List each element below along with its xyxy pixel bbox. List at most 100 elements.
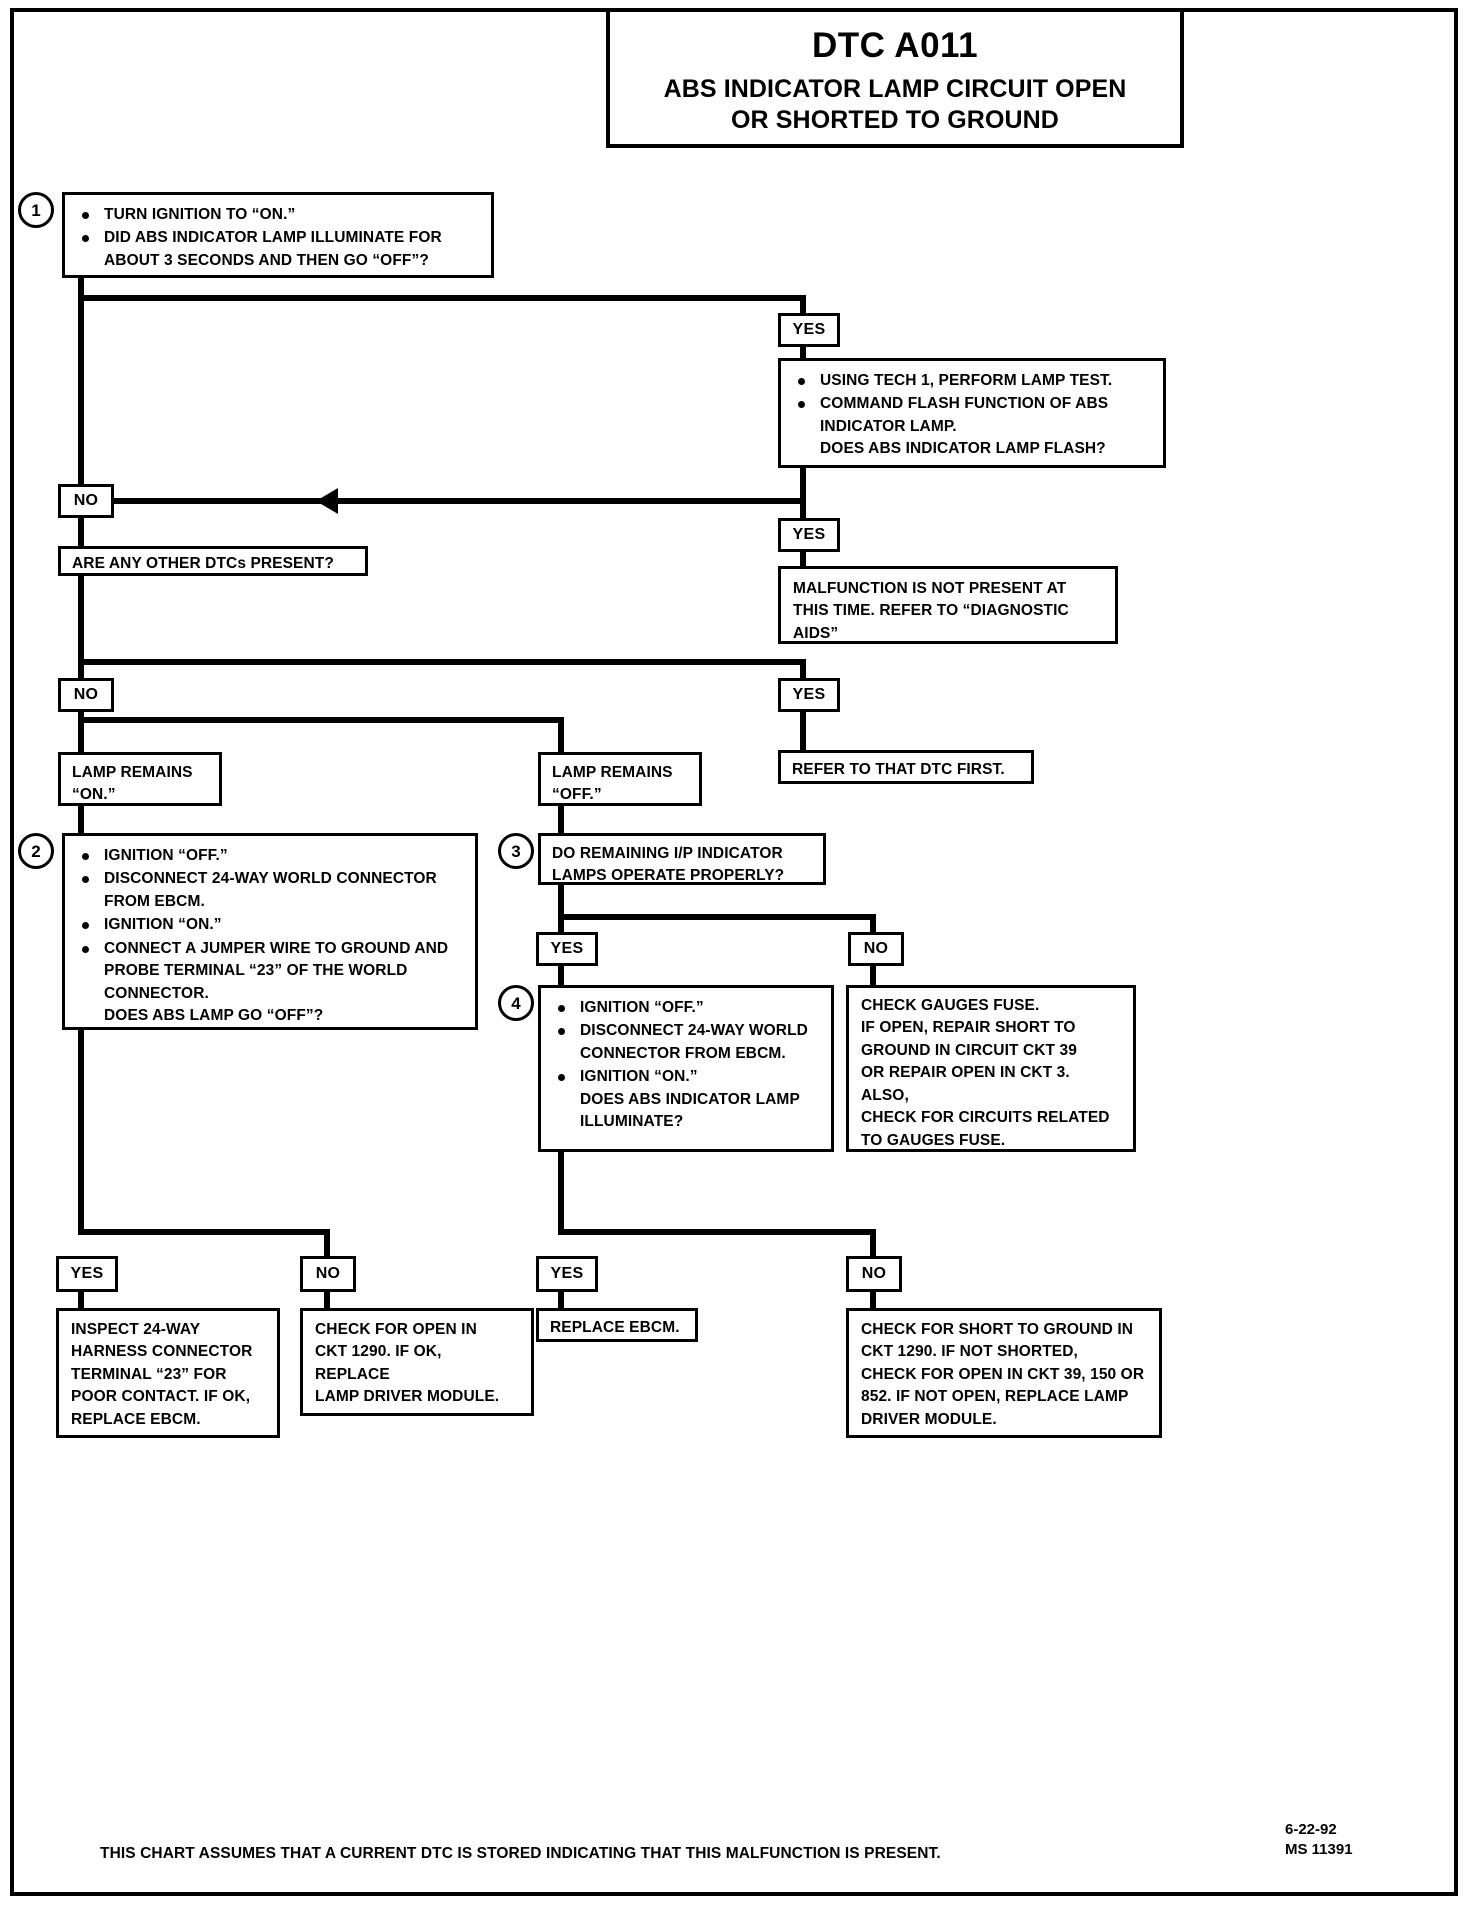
gauges-fuse-line-3: GROUND IN CIRCUIT CKT 39 bbox=[861, 1041, 1077, 1059]
step4-bullet-3: IGNITION “ON.” DOES ABS INDICATOR LAMP I… bbox=[553, 1066, 819, 1133]
line-no2-down bbox=[78, 712, 84, 760]
line-otherdtcs-to-yes3 bbox=[78, 659, 806, 665]
step4-question-line1: DOES ABS INDICATOR LAMP bbox=[580, 1090, 800, 1108]
step1-bullet-2: DID ABS INDICATOR LAMP ILLUMINATE FOR AB… bbox=[77, 227, 479, 272]
line-step3-no-to-fuse bbox=[870, 966, 876, 988]
line-step4-to-no bbox=[870, 1229, 876, 1260]
line-lamptest-down bbox=[800, 466, 806, 521]
inspect-harness-line-1: INSPECT 24-WAY bbox=[71, 1321, 201, 1338]
line-no1-to-otherdtcs bbox=[78, 518, 84, 548]
step4-bullet-2: DISCONNECT 24-WAY WORLD CONNECTOR FROM E… bbox=[553, 1020, 819, 1065]
line-step3-to-yes bbox=[558, 914, 564, 936]
step4-bullet-3-line1: IGNITION “ON.” bbox=[580, 1068, 698, 1086]
line-to-lampoff bbox=[558, 717, 564, 760]
tag-yes-step4-bottom: YES bbox=[536, 1256, 598, 1292]
step2-question: DOES ABS LAMP GO “OFF”? bbox=[104, 1007, 324, 1025]
line-step1-to-yes-top bbox=[78, 295, 806, 301]
tag-yes-step1: YES bbox=[778, 313, 840, 347]
dtc-description-line2: OR SHORTED TO GROUND bbox=[731, 105, 1059, 134]
replace-ebcm-box: REPLACE EBCM. bbox=[536, 1308, 698, 1342]
check-short-line-4: 852. IF NOT OPEN, REPLACE LAMP bbox=[861, 1388, 1129, 1406]
step4-bullet-2-line2: CONNECTOR FROM EBCM. bbox=[580, 1044, 786, 1062]
tag-yes-step3: YES bbox=[536, 932, 598, 966]
line-step2-down bbox=[78, 1030, 84, 1235]
lamp-on-line-2: “ON.” bbox=[72, 786, 116, 804]
check-open-line-2: CKT 1290. IF OK, bbox=[315, 1343, 442, 1361]
footer-docinfo: 6-22-92 MS 11391 bbox=[1285, 1820, 1353, 1859]
check-short-ckt1290-box: CHECK FOR SHORT TO GROUND IN CKT 1290. I… bbox=[846, 1308, 1162, 1438]
step-number-4: 4 bbox=[498, 985, 534, 1021]
lamp-remains-off-box: LAMP REMAINS “OFF.” bbox=[538, 752, 702, 806]
tag-yes-otherdtcs: YES bbox=[778, 678, 840, 712]
step2-bullet-4: CONNECT A JUMPER WIRE TO GROUND AND PROB… bbox=[77, 938, 463, 1028]
tag-yes-step2-bottom: YES bbox=[56, 1256, 118, 1292]
step-number-1: 1 bbox=[18, 192, 54, 228]
gauges-fuse-lines: CHECK GAUGES FUSE. IF OPEN, REPAIR SHORT… bbox=[861, 995, 1121, 1152]
check-open-line-4: LAMP DRIVER MODULE. bbox=[315, 1388, 500, 1406]
gauges-fuse-line-1: CHECK GAUGES FUSE. bbox=[861, 997, 1040, 1014]
dtc-description-line1: ABS INDICATOR LAMP CIRCUIT OPEN bbox=[663, 75, 1127, 104]
line-step4-no-to-box bbox=[870, 1290, 876, 1310]
step1-bullet-2-line2: ABOUT 3 SECONDS AND THEN GO “OFF”? bbox=[104, 251, 429, 269]
step2-bullet-4-line1: CONNECT A JUMPER WIRE TO GROUND AND bbox=[104, 939, 449, 957]
step1-bullet-1: TURN IGNITION TO “ON.” bbox=[77, 204, 479, 226]
check-open-ckt1290-box: CHECK FOR OPEN IN CKT 1290. IF OK, REPLA… bbox=[300, 1308, 534, 1416]
line-step3-yes-to-step4 bbox=[558, 966, 564, 988]
refer-dtc-box: REFER TO THAT DTC FIRST. bbox=[778, 750, 1034, 784]
line-step4-down bbox=[558, 1152, 564, 1235]
check-short-line-2: CKT 1290. IF NOT SHORTED, bbox=[861, 1343, 1078, 1361]
check-open-lines: CHECK FOR OPEN IN CKT 1290. IF OK, REPLA… bbox=[315, 1319, 519, 1409]
malfunction-box: MALFUNCTION IS NOT PRESENT AT THIS TIME.… bbox=[778, 566, 1118, 644]
line-step1-down bbox=[78, 277, 84, 509]
step3-line-2: LAMPS OPERATE PROPERLY? bbox=[552, 867, 785, 885]
step2-bullet-2-line1: DISCONNECT 24-WAY WORLD CONNECTOR bbox=[104, 870, 437, 888]
arrow-left-return bbox=[316, 488, 338, 514]
gauges-fuse-line-2: IF OPEN, REPAIR SHORT TO bbox=[861, 1019, 1076, 1037]
tag-yes-lamptest: YES bbox=[778, 518, 840, 552]
step3-box: DO REMAINING I/P INDICATOR LAMPS OPERATE… bbox=[538, 833, 826, 885]
other-dtcs-box: ARE ANY OTHER DTCs PRESENT? bbox=[58, 546, 368, 576]
step2-box: IGNITION “OFF.” DISCONNECT 24-WAY WORLD … bbox=[62, 833, 478, 1030]
dtc-code: DTC A011 bbox=[811, 26, 979, 65]
line-step2-yes-to-box bbox=[78, 1290, 84, 1310]
step2-bullet-2-line2: FROM EBCM. bbox=[104, 892, 205, 910]
tag-no-step2-bottom: NO bbox=[300, 1256, 356, 1292]
step2-bullet-2: DISCONNECT 24-WAY WORLD CONNECTOR FROM E… bbox=[77, 868, 463, 913]
step4-bullet-2-line1: DISCONNECT 24-WAY WORLD bbox=[580, 1022, 808, 1040]
gauges-fuse-box: CHECK GAUGES FUSE. IF OPEN, REPAIR SHORT… bbox=[846, 985, 1136, 1152]
step4-question-line2: ILLUMINATE? bbox=[580, 1113, 684, 1131]
line-lamptest-no-return bbox=[110, 498, 806, 504]
lamp-test-bullet-2-line2: INDICATOR LAMP. bbox=[820, 417, 957, 435]
line-step3-down bbox=[558, 885, 564, 920]
tag-no-step3: NO bbox=[848, 932, 904, 966]
lamp-test-bullet-1: USING TECH 1, PERFORM LAMP TEST. bbox=[793, 370, 1151, 392]
step2-bullet-3: IGNITION “ON.” bbox=[77, 914, 463, 936]
malfunction-line-2: THIS TIME. REFER TO “DIAGNOSTIC bbox=[793, 602, 1069, 620]
line-yes3-down bbox=[800, 659, 806, 682]
lamp-test-question: DOES ABS INDICATOR LAMP FLASH? bbox=[820, 440, 1106, 458]
step2-bullet-1: IGNITION “OFF.” bbox=[77, 845, 463, 867]
line-lamptest-to-yes2 bbox=[800, 498, 806, 520]
check-open-line-3: REPLACE bbox=[315, 1365, 390, 1383]
lamp-off-line-1: LAMP REMAINS bbox=[552, 764, 673, 781]
lamp-off-line-2: “OFF.” bbox=[552, 786, 602, 804]
malfunction-line-3: AIDS” bbox=[793, 624, 839, 642]
inspect-harness-lines: INSPECT 24-WAY HARNESS CONNECTOR TERMINA… bbox=[71, 1319, 265, 1431]
line-lampoff-to-step3 bbox=[558, 805, 564, 840]
step1-bullet-2-line1: DID ABS INDICATOR LAMP ILLUMINATE FOR bbox=[104, 229, 442, 247]
tag-no-step4-bottom: NO bbox=[846, 1256, 902, 1292]
line-step3-to-no bbox=[870, 914, 876, 936]
line-yes-top-down bbox=[800, 295, 806, 315]
gauges-fuse-line-6: TO GAUGES FUSE. bbox=[861, 1131, 1006, 1149]
inspect-harness-line-3: TERMINAL “23” FOR bbox=[71, 1365, 227, 1383]
lamp-on-line-1: LAMP REMAINS bbox=[72, 764, 193, 781]
other-dtcs-text: ARE ANY OTHER DTCs PRESENT? bbox=[72, 555, 334, 572]
line-lampon-to-step2 bbox=[78, 805, 84, 840]
line-yes3-to-referdtc bbox=[800, 712, 806, 752]
lamp-test-bullet-2: COMMAND FLASH FUNCTION OF ABS INDICATOR … bbox=[793, 393, 1151, 460]
lamp-test-box: USING TECH 1, PERFORM LAMP TEST. COMMAND… bbox=[778, 358, 1166, 468]
step1-box: TURN IGNITION TO “ON.” DID ABS INDICATOR… bbox=[62, 192, 494, 278]
footer-date: 6-22-92 bbox=[1285, 1821, 1337, 1838]
line-step4-split bbox=[558, 1229, 876, 1235]
